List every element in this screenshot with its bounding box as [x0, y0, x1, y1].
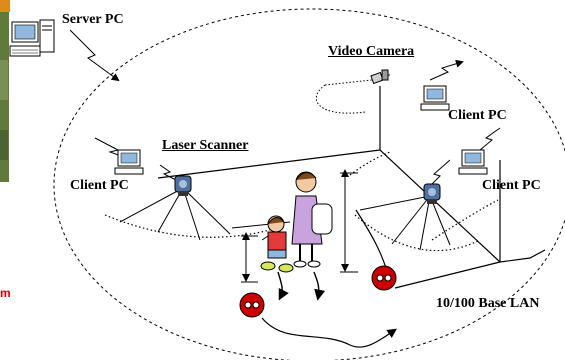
robot-paths: [261, 209, 397, 348]
client-pc-top-right-computer-icon: [420, 85, 450, 111]
edge-text-fragment: m: [0, 286, 11, 300]
laser-scanner-right-icon: [423, 183, 441, 204]
room-lines: [157, 86, 501, 289]
laser-rays-left: [119, 187, 231, 241]
lan-label: 10/100 Base LAN: [436, 296, 540, 311]
lan-cable: [499, 249, 546, 263]
people-figure: [260, 171, 333, 273]
robot-right-robot-icon: [371, 265, 397, 291]
client-pc-left-computer-icon: [114, 149, 144, 175]
client-pc-right-label: Client PC: [482, 178, 541, 193]
scanner-right-range: [354, 214, 481, 252]
camera-fov: [315, 84, 366, 114]
laser-scanner-left-icon: [174, 175, 192, 196]
photo-fragment: [0, 0, 10, 182]
server-pc-computer-icon: [9, 19, 55, 57]
walking-paths: [277, 271, 326, 301]
client-pc-top-right-label: Client PC: [448, 108, 507, 123]
server-pc-label: Server PC: [62, 12, 124, 27]
robot-left-robot-icon: [239, 292, 265, 318]
laser-scanner-label: Laser Scanner: [162, 138, 249, 153]
video-camera-icon: [370, 69, 390, 85]
client-pc-left-label: Client PC: [70, 178, 129, 193]
laser-rays-right: [359, 195, 451, 251]
scanner-left-range: [104, 214, 271, 238]
video-camera-label: Video Camera: [328, 44, 415, 59]
client-pc-right-computer-icon: [458, 149, 488, 175]
